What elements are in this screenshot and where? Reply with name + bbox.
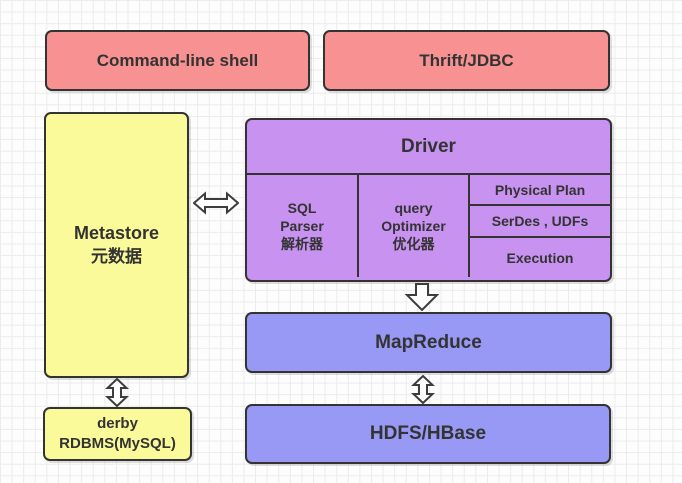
mapreduce-hdfs-double-arrow-icon	[411, 375, 435, 404]
node-command-line-shell: Command-line shell	[45, 30, 310, 91]
mapreduce-label: MapReduce	[375, 331, 482, 353]
query-optimizer-line1: query	[394, 199, 433, 216]
node-derby-rdbms: derby RDBMS(MySQL)	[43, 407, 192, 461]
sql-parser-line2: Parser	[280, 217, 324, 234]
derby-line2: RDBMS(MySQL)	[59, 435, 176, 452]
node-sql-parser: SQL Parser 解析器	[247, 175, 359, 277]
metastore-label-en: Metastore	[73, 223, 160, 244]
metastore-driver-double-arrow-icon	[193, 191, 239, 215]
sql-parser-line3: 解析器	[281, 236, 323, 253]
node-thrift-jdbc: Thrift/JDBC	[323, 30, 610, 91]
driver-body: SQL Parser 解析器 query Optimizer 优化器 Physi…	[247, 175, 610, 277]
driver-mapreduce-down-arrow-icon	[404, 283, 440, 311]
node-physical-plan: Physical Plan	[470, 175, 610, 206]
node-mapreduce: MapReduce	[245, 312, 612, 373]
node-metastore: Metastore 元数据	[44, 112, 189, 378]
driver-right-column: Physical Plan SerDes , UDFs Execution	[470, 175, 610, 277]
query-optimizer-line3: 优化器	[392, 236, 435, 253]
command-line-shell-label: Command-line shell	[96, 50, 259, 70]
node-driver: Driver SQL Parser 解析器 query Optimizer 优化…	[245, 118, 612, 282]
node-hdfs-hbase: HDFS/HBase	[245, 404, 611, 464]
derby-line1: derby	[97, 414, 138, 432]
thrift-jdbc-label: Thrift/JDBC	[419, 50, 514, 70]
metastore-derby-double-arrow-icon	[105, 378, 129, 407]
node-query-optimizer: query Optimizer 优化器	[359, 175, 470, 277]
node-execution: Execution	[506, 249, 574, 266]
node-serdes-udfs: SerDes , UDFs	[470, 206, 610, 238]
sql-parser-line1: SQL	[287, 199, 317, 216]
hdfs-hbase-label: HDFS/HBase	[369, 423, 487, 444]
driver-title: Driver	[247, 120, 610, 175]
query-optimizer-line2: Optimizer	[381, 217, 446, 234]
metastore-label-zh: 元数据	[91, 246, 142, 266]
